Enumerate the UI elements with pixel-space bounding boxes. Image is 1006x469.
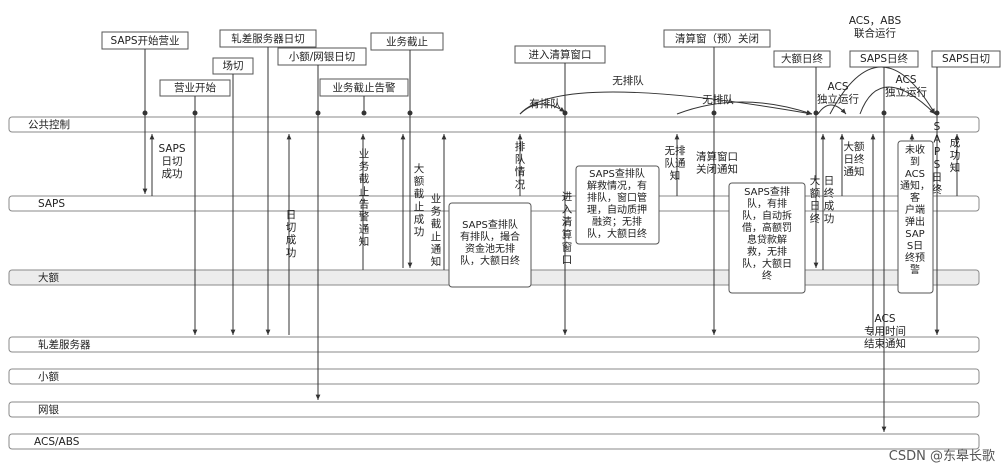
lane-label-public: 公共控制 xyxy=(28,118,70,131)
lane-label-acs: ACS/ABS xyxy=(34,436,80,448)
event-enter-clearing: 进入清算窗口 xyxy=(514,45,606,64)
event-biz-start: 营业开始 xyxy=(159,79,231,97)
lane-small: 小额 xyxy=(8,368,980,385)
event-biz-end-label: 业务截止 xyxy=(386,35,428,48)
process-box-saps-check-2: SAPS查排队解救情况，有排队，窗口管理，自动质押融资；无排队，大额日终 xyxy=(575,165,660,245)
lane-public: 公共控制 xyxy=(8,116,980,133)
event-enter-clearing-label: 进入清算窗口 xyxy=(529,48,592,61)
event-clearing-close: 清算窗（预）关闭 xyxy=(663,29,771,48)
event-large-eod-label: 大额日终 xyxy=(781,52,823,65)
event-saps-open-label: SAPS开始营业 xyxy=(110,34,179,47)
arc-label-no-queue-1: 无排队 xyxy=(612,74,644,87)
event-biz-end-warn: 业务截止告警 xyxy=(319,78,409,97)
lane-label-netting: 轧差服务器 xyxy=(38,338,91,351)
arc-label-no-queue-2: 无排队 xyxy=(702,93,734,106)
box-saps-check-2-text: SAPS查排队解救情况，有排队，窗口管理，自动质押融资；无排队，大额日终 xyxy=(587,167,647,240)
note-queue-status: 排队情况 xyxy=(515,140,526,191)
event-netting-cutover: 轧差服务器日切 xyxy=(219,29,317,48)
lane-label-small: 小额 xyxy=(38,370,59,383)
event-saps-eod-top-label: SAPS日终 xyxy=(860,52,909,65)
event-field-cut: 场切 xyxy=(212,57,254,75)
event-biz-end: 业务截止 xyxy=(370,32,444,51)
lane-netting: 轧差服务器 xyxy=(8,336,980,353)
event-small-online-cutover: 小额/网银日切 xyxy=(277,47,367,66)
note-biz-end-warn-notice: 业务截止告警通知 xyxy=(359,148,370,248)
box-saps-check-3-text: SAPS查排队，有排队，自动拆借，高额罚息贷款解救，无排队，大额日终 xyxy=(742,185,792,282)
event-small-online-cutover-label: 小额/网银日切 xyxy=(289,50,356,63)
lane-acs: ACS/ABS xyxy=(8,433,980,450)
note-large-eod-ok-2: 日终成功 xyxy=(824,175,835,225)
note-cutover-ok-notice: 成功知 xyxy=(950,137,961,174)
event-biz-end-warn-label: 业务截止告警 xyxy=(333,81,396,94)
event-clearing-close-label: 清算窗（预）关闭 xyxy=(675,32,759,45)
event-saps-eod-right-label: SAPS日切 xyxy=(942,53,990,65)
event-field-cut-label: 场切 xyxy=(223,59,244,72)
note-clearing-close-notice: 清算窗口关闭通知 xyxy=(696,150,738,176)
lane-label-online: 网银 xyxy=(38,403,59,416)
box-saps-check-1-text: SAPS查排队有排队，撮合资金池无排队，大额日终 xyxy=(460,218,520,267)
note-no-queue-notice: 无排队通知 xyxy=(665,144,686,182)
note-large-end-ok: 大额截止成功 xyxy=(414,162,425,238)
note-enter-clearing-window: 进入清算窗口 xyxy=(562,191,573,266)
process-box-saps-check-3: SAPS查排队，有排队，自动拆借，高额罚息贷款解救，无排队，大额日终 xyxy=(728,182,806,294)
event-biz-start-label: 营业开始 xyxy=(174,81,216,94)
note-large-eod-notice: 大额日终通知 xyxy=(844,140,865,178)
arc-label-has-queue: 有排队 xyxy=(529,97,561,110)
event-netting-cutover-label: 轧差服务器日切 xyxy=(231,32,305,45)
note-day-cutover-ok: 日切成功 xyxy=(286,209,297,259)
note-large-eod-ok-1: 大额日终 xyxy=(810,174,821,225)
lane-online: 网银 xyxy=(8,401,980,418)
watermark: CSDN @东皋长歌 xyxy=(889,449,995,464)
process-box-saps-check-1: SAPS查排队有排队，撮合资金池无排队，大额日终 xyxy=(448,202,532,288)
lane-label-saps: SAPS xyxy=(38,198,65,210)
event-saps-eod-top: SAPS日终 xyxy=(849,50,919,68)
lane-label-large: 大额 xyxy=(38,271,59,284)
event-saps-eod-right: SAPS日切 xyxy=(931,50,1001,68)
note-biz-end-notice: 业务截止通知 xyxy=(431,193,442,268)
event-large-eod: 大额日终 xyxy=(773,50,831,68)
event-saps-open: SAPS开始营业 xyxy=(101,31,189,50)
